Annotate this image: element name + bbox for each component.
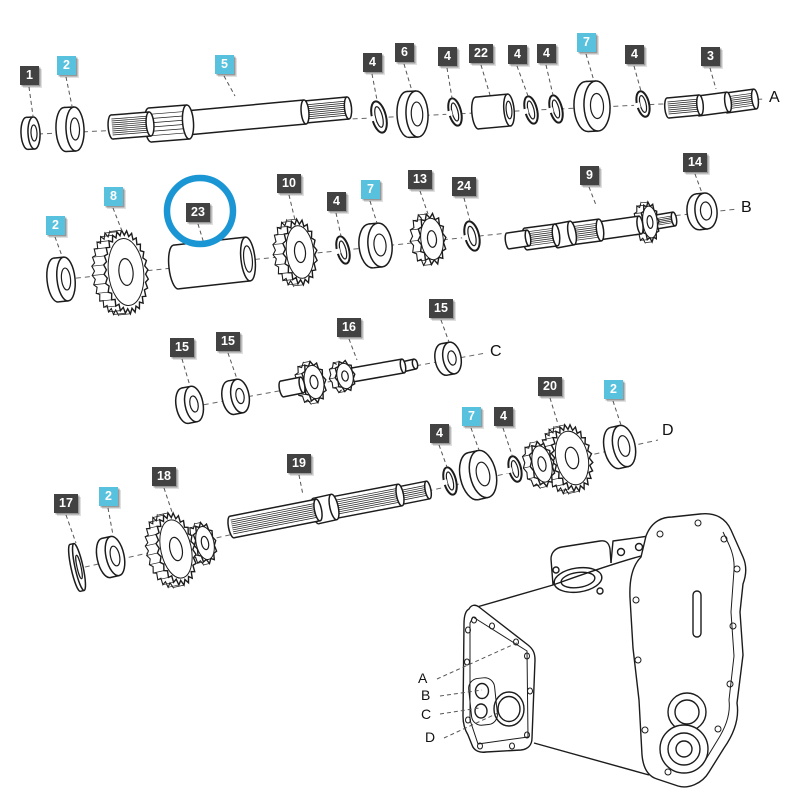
- part-label-23: 23: [186, 203, 210, 222]
- part-label-24: 24: [452, 177, 476, 196]
- leader-line-part-4: [335, 212, 342, 237]
- part-label-8[interactable]: 8: [104, 187, 123, 206]
- part-label-4: 4: [537, 44, 556, 63]
- axis-letter-c: C: [490, 343, 502, 360]
- leader-line-part-24: [463, 197, 471, 222]
- part-label-3: 3: [701, 47, 720, 66]
- housing-top-edge: [469, 584, 554, 610]
- part-label-13: 13: [408, 170, 432, 189]
- part-label-2[interactable]: 2: [604, 380, 623, 399]
- leader-line-part-5: [223, 75, 236, 97]
- part-label-18: 18: [152, 467, 176, 486]
- housing-drawing: [436, 512, 747, 788]
- leader-line-part-15: [181, 358, 191, 387]
- part-label-4: 4: [494, 407, 513, 426]
- part-label-2[interactable]: 2: [46, 216, 65, 235]
- leader-line-part-8: [112, 207, 123, 232]
- leader-line-part-13: [419, 190, 429, 215]
- leader-line-part-20: [549, 397, 559, 425]
- leader-line-part-1: [28, 86, 34, 117]
- housing-bore-c: [474, 703, 488, 719]
- housing-slot: [692, 590, 702, 638]
- housing-bore-d: [493, 691, 525, 727]
- leader-line-part-15: [440, 319, 450, 343]
- leader-line-part-14: [694, 173, 703, 194]
- part-label-15: 15: [170, 338, 194, 357]
- part-drawings: [20, 80, 760, 593]
- leader-line-part-7: [585, 53, 595, 82]
- part-label-19: 19: [287, 454, 311, 473]
- part-label-16: 16: [337, 318, 361, 337]
- leader-line-part-2: [612, 400, 622, 426]
- part-label-10: 10: [277, 174, 301, 193]
- part-label-9: 9: [580, 166, 599, 185]
- part-label-7[interactable]: 7: [361, 180, 380, 199]
- part-label-4: 4: [438, 47, 457, 66]
- part-label-4: 4: [327, 192, 346, 211]
- leader-line-part-18: [163, 487, 173, 513]
- housing-leader-b: [439, 689, 483, 697]
- highlight-circle-part-23: [163, 174, 237, 248]
- leader-line-part-10: [288, 194, 296, 221]
- housing-letter-b: B: [421, 687, 431, 703]
- leader-line-part-2: [54, 236, 63, 257]
- part-label-20: 20: [538, 377, 562, 396]
- leader-line-part-17: [65, 514, 77, 544]
- part-label-14: 14: [683, 153, 707, 172]
- leader-line-part-4: [502, 427, 513, 456]
- leader-line-part-4: [438, 444, 448, 468]
- part-label-17: 17: [54, 494, 78, 513]
- housing-letter-c: C: [421, 706, 432, 722]
- leader-line-part-6: [403, 63, 413, 92]
- leader-line-part-4: [545, 64, 554, 96]
- leader-line-part-22: [480, 64, 491, 96]
- leader-line-part-19: [298, 474, 304, 496]
- part-label-6: 6: [395, 43, 414, 62]
- leader-line-part-4: [446, 67, 453, 99]
- leader-line-part-2: [107, 507, 114, 536]
- part-label-7[interactable]: 7: [462, 407, 481, 426]
- leader-line-part-7: [369, 200, 378, 224]
- leader-line-part-15: [227, 352, 238, 380]
- axis-letter-a: A: [769, 89, 780, 106]
- housing-leader-a: [436, 641, 520, 680]
- leader-line-part-4: [633, 65, 642, 92]
- part-label-4: 4: [363, 53, 382, 72]
- leader-line-part-16: [348, 338, 358, 361]
- label-leader-lines: [28, 53, 717, 544]
- housing-front-plate: [462, 604, 536, 753]
- part-label-4: 4: [430, 424, 449, 443]
- leader-line-part-4: [371, 73, 378, 101]
- housing-letter-a: A: [418, 670, 428, 686]
- part-label-2[interactable]: 2: [57, 56, 76, 75]
- part-label-15: 15: [216, 332, 240, 351]
- axis-letter-d: D: [662, 422, 674, 439]
- axis-letter-b: B: [741, 199, 752, 216]
- leader-line-part-2: [65, 76, 73, 107]
- part-label-5[interactable]: 5: [215, 55, 234, 74]
- housing-letter-d: D: [425, 729, 436, 745]
- part-label-1: 1: [20, 66, 39, 85]
- leader-line-part-7: [470, 427, 480, 451]
- part-label-7[interactable]: 7: [577, 33, 596, 52]
- housing-top-opening: [553, 566, 603, 594]
- housing-boss-lower: [659, 724, 709, 774]
- housing-bottom-edge: [533, 742, 650, 776]
- leader-line-part-3: [709, 67, 717, 90]
- leader-line-part-9: [588, 186, 597, 206]
- part-label-2[interactable]: 2: [99, 487, 118, 506]
- housing-top-rear-edge: [552, 555, 642, 586]
- part-label-4: 4: [625, 45, 644, 64]
- part-label-4: 4: [508, 45, 527, 64]
- leader-line-part-4: [516, 65, 529, 97]
- housing-leader-d: [443, 712, 499, 739]
- housing-rear-plate: [629, 512, 747, 788]
- part-label-15: 15: [429, 299, 453, 318]
- part-label-22: 22: [469, 44, 493, 63]
